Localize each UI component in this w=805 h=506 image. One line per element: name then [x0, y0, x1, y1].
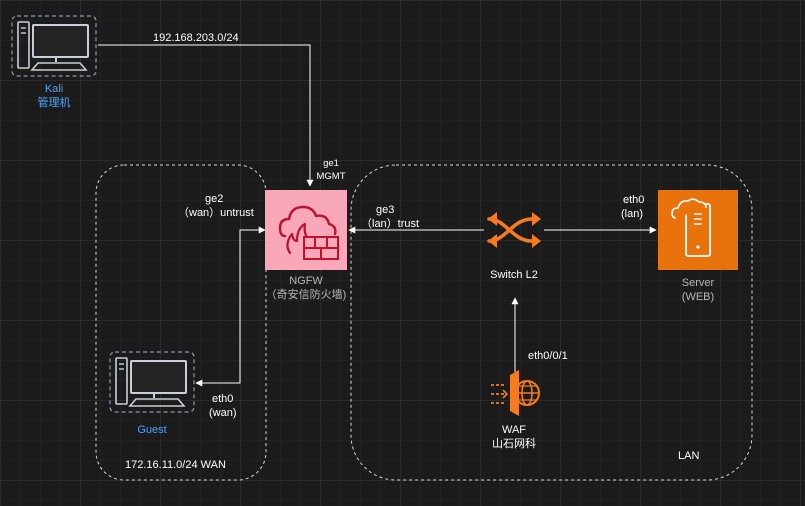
link-kali-ngfw: [98, 44, 314, 187]
kali-workstation-icon[interactable]: [11, 15, 97, 77]
waf-name: WAF: [501, 424, 527, 436]
lan-zone-label: LAN: [678, 450, 700, 462]
guest-eth0-port: eth0: [212, 393, 234, 405]
ge2-label: ge2 （wan）untrust: [178, 192, 263, 220]
firewall-icon[interactable]: [265, 190, 347, 270]
switch-icon[interactable]: [487, 212, 541, 248]
server-role: (WEB): [681, 291, 715, 303]
server-label: Server (WEB): [658, 276, 738, 304]
switch-label: Switch L2: [490, 269, 538, 281]
ge2-role: （wan）untrust: [178, 207, 254, 219]
waf-eth0-label: eth0/0/1: [528, 350, 568, 362]
server-eth0-port: eth0: [623, 194, 645, 206]
server-name: Server: [681, 277, 715, 289]
ge3-label: ge3 （lan）trust: [361, 203, 419, 231]
ge3-port: ge3: [376, 204, 395, 216]
server-icon[interactable]: [658, 190, 738, 270]
lan-zone: [350, 164, 753, 481]
kali-role: 管理机: [37, 97, 71, 109]
waf-label: WAF 山石网科: [474, 423, 554, 451]
server-eth0-role: (lan): [621, 208, 644, 220]
ge1-label: ge1 MGMT: [306, 157, 356, 183]
ge3-role: （lan）trust: [361, 218, 420, 230]
ngfw-name: NGFW: [289, 275, 323, 287]
wan-zone: [95, 164, 267, 481]
server-eth0-label: eth0 (lan): [621, 193, 644, 221]
kali-name: Kali: [44, 83, 64, 95]
wan-zone-label: 172.16.11.0/24 WAN: [125, 459, 226, 471]
waf-vendor: 山石网科: [492, 438, 536, 450]
ngfw-role: （奇安信防火墙): [265, 289, 347, 301]
mgmt-subnet-label: 192.168.203.0/24: [153, 32, 239, 44]
guest-eth0-label: eth0 (wan): [209, 392, 237, 420]
waf-icon[interactable]: [491, 370, 540, 416]
guest-workstation-icon[interactable]: [109, 351, 195, 413]
kali-label: Kali 管理机: [14, 82, 94, 110]
ngfw-label: NGFW （奇安信防火墙): [250, 274, 362, 302]
guest-label: Guest: [137, 424, 167, 436]
guest-eth0-role: (wan): [209, 407, 237, 419]
ge1-port: ge1: [323, 158, 339, 169]
link-ngfw-guest: [195, 226, 266, 387]
ge2-port: ge2: [205, 193, 224, 205]
ge1-role: MGMT: [316, 171, 346, 182]
